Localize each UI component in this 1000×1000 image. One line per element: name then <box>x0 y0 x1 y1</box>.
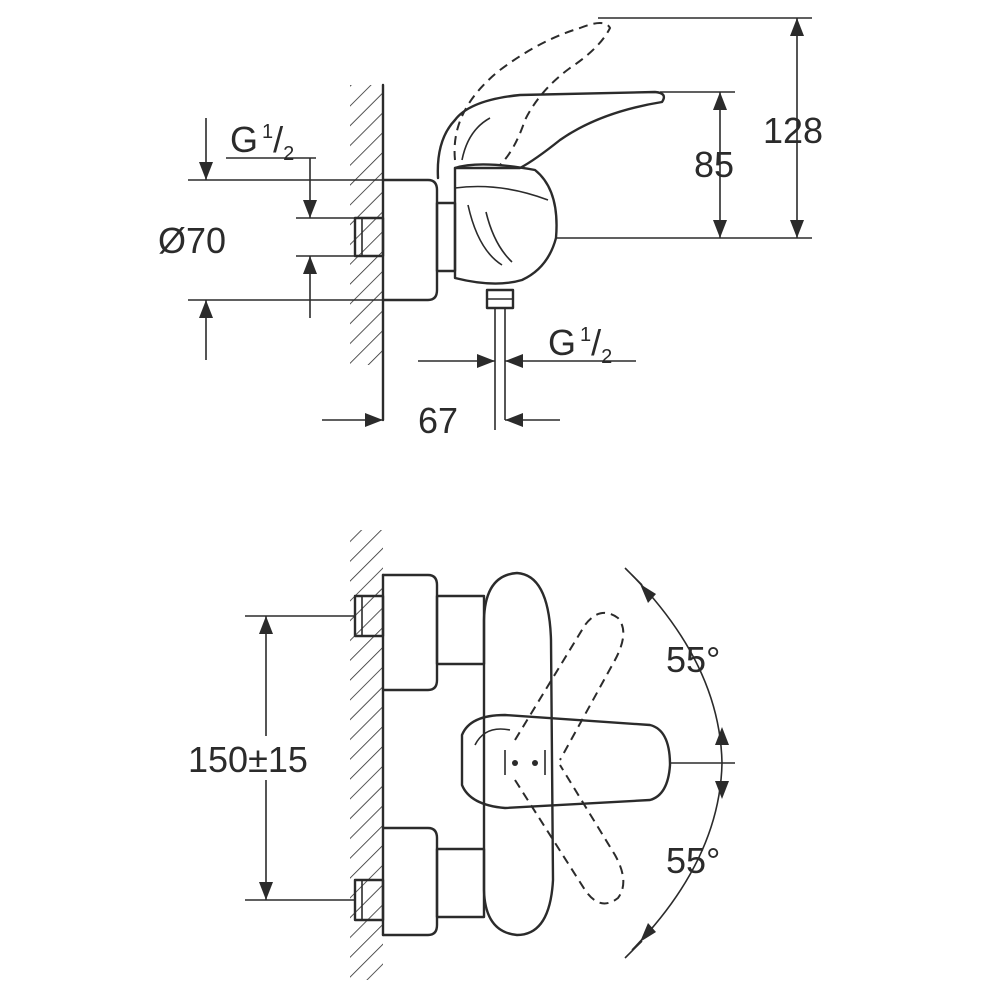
dim-rosette-diameter: Ø70 <box>158 220 226 261</box>
indicator-dot-blue <box>512 760 518 766</box>
front-view: 55° 55° 150±15 <box>186 530 735 980</box>
rosette <box>381 178 439 302</box>
dim-angle-up: 55° <box>666 639 720 680</box>
dim-angle-down: 55° <box>666 840 720 881</box>
lever-raised-dashed <box>453 22 612 166</box>
connection-nut <box>435 201 457 273</box>
dim-projection: 67 <box>418 400 458 441</box>
mixer-body-front <box>482 571 555 937</box>
mixer-body <box>453 163 558 285</box>
upper-rosette <box>381 573 439 692</box>
lower-nut <box>435 847 486 919</box>
lever-rotated-down-dashed <box>514 764 625 905</box>
lever-rotated-up-dashed <box>514 611 625 761</box>
dim-total-height: 128 <box>763 110 823 151</box>
lever-front <box>460 713 672 810</box>
lower-rosette <box>381 826 439 937</box>
upper-nut <box>435 594 486 666</box>
indicator-dot-red <box>532 760 538 766</box>
dim-centre-distance: 150±15 <box>188 739 308 780</box>
lever-side <box>436 90 666 180</box>
inlet-connector <box>353 216 385 258</box>
rotation-arc <box>631 574 723 951</box>
dim-lever-height: 85 <box>694 144 734 185</box>
